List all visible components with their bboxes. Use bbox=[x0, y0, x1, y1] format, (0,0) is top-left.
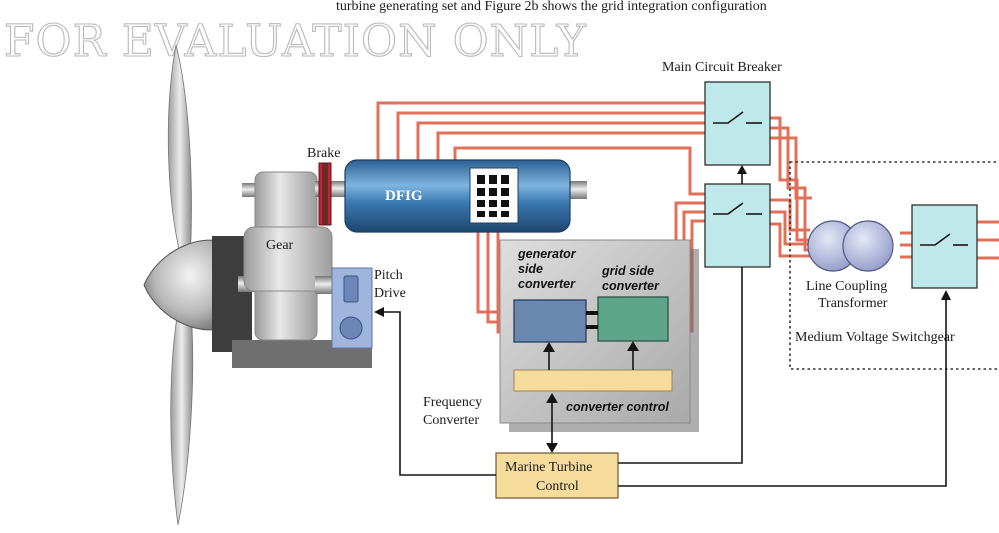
switchgear-breaker-box bbox=[911, 204, 978, 289]
pitch-actuator-icon bbox=[343, 275, 359, 303]
frequency-converter: generator side converter grid side conve… bbox=[499, 239, 699, 432]
arrow-up-icon bbox=[543, 342, 555, 352]
main-circuit-breaker: Main Circuit Breaker bbox=[662, 60, 782, 166]
converter-breaker-box bbox=[704, 183, 771, 268]
dfig-label: DFIG bbox=[385, 188, 423, 204]
switch-symbol-icon bbox=[713, 202, 744, 215]
marine-turbine-control: Marine Turbine Control bbox=[495, 452, 619, 499]
slip-rings-icon bbox=[475, 175, 511, 217]
arrow-up-icon bbox=[627, 341, 639, 351]
propeller bbox=[143, 44, 229, 526]
upper-blade-icon bbox=[167, 44, 192, 263]
evaluation-watermark: FOR EVALUATION ONLY bbox=[4, 16, 587, 67]
brake-label: Brake bbox=[307, 146, 340, 161]
arrow-up-icon bbox=[737, 165, 747, 174]
converter-control-bar bbox=[513, 369, 673, 392]
turbine-control-label: Marine Turbine Control bbox=[505, 460, 596, 494]
medium-voltage-switchgear: Line Coupling Transformer Medium Voltage… bbox=[789, 161, 999, 370]
pitch-motor-icon bbox=[339, 316, 363, 340]
transformer-label: Line Coupling Transformer bbox=[806, 279, 891, 311]
arrow-up-icon bbox=[941, 290, 951, 300]
arrow-down-icon bbox=[546, 443, 558, 453]
frequency-converter-label: Frequency Converter bbox=[423, 395, 486, 428]
arrow-left-icon bbox=[374, 307, 384, 317]
converter-breaker bbox=[704, 165, 771, 268]
pitch-shaft bbox=[315, 276, 333, 294]
dfig-housing bbox=[344, 159, 571, 233]
generator-side-converter bbox=[513, 299, 587, 343]
pitch-label: Pitch Drive bbox=[374, 268, 406, 301]
grid-side-converter bbox=[597, 296, 669, 342]
arrow-up-icon bbox=[546, 393, 558, 403]
control-signal-lines bbox=[374, 267, 951, 487]
switchgear-label: Medium Voltage Switchgear bbox=[795, 330, 955, 345]
dfig-generator: DFIG bbox=[344, 159, 587, 233]
gear-label: Gear bbox=[266, 238, 294, 253]
generator-side-converter-label: generator side converter bbox=[517, 247, 579, 291]
switch-symbol-icon bbox=[713, 111, 744, 124]
switch-symbol-icon bbox=[920, 233, 951, 246]
gear-block bbox=[243, 226, 333, 292]
line-coupling-transformer bbox=[807, 220, 894, 272]
transformer-coil-icon bbox=[842, 220, 894, 272]
lower-blade-icon bbox=[170, 299, 194, 526]
converter-control-label: converter control bbox=[566, 400, 669, 414]
grid-side-converter-label: grid side converter bbox=[601, 264, 660, 293]
switchgear-enclosure bbox=[789, 161, 999, 370]
caption-fragment: turbine generating set and Figure 2b sho… bbox=[336, 0, 767, 14]
main-breaker-label: Main Circuit Breaker bbox=[662, 60, 782, 75]
pitch-drive: Pitch Drive bbox=[331, 267, 406, 349]
